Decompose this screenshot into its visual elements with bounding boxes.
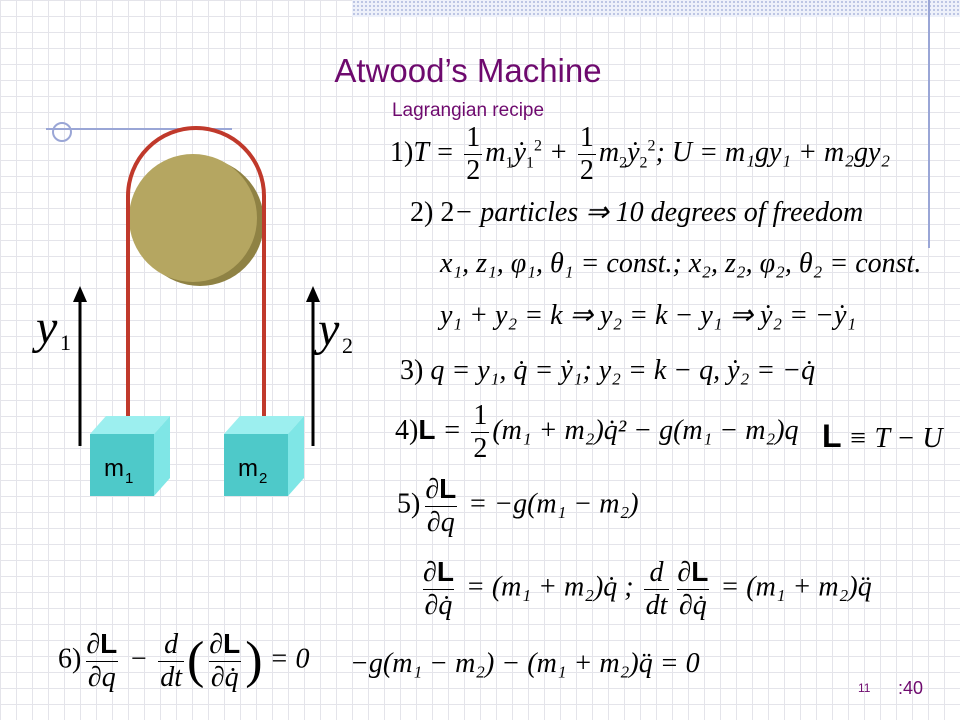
atwood-diagram: y 1 y 2 m 1 m 2 [31, 126, 353, 496]
decor-horizontal-line [46, 128, 232, 130]
mass1-block: m 1 [90, 416, 170, 496]
slide-subtitle: Lagrangian recipe [391, 100, 545, 121]
equation-10: −g(m₁ − m₂) − (m₁ + m₂)q̈ = 0 [350, 648, 700, 679]
equation-5: 3) q = y₁, q̇ = ẏ₁; y₂ = k − q, ẏ₂ = −q̇ [400, 355, 816, 386]
page-number: 11 [858, 681, 871, 695]
equation-7: 5)∂L∂q = −g(m₁ − m₂) [397, 473, 639, 538]
y2-arrowhead [306, 286, 320, 302]
rope [126, 126, 266, 420]
mass2-label: m [238, 455, 258, 482]
mass2-sub: 2 [259, 470, 267, 487]
y2-sub: 2 [342, 333, 353, 358]
y1-arrowhead [73, 286, 87, 302]
equation-2: 2) 2− particles ⇒ 10 degrees of freedom [410, 197, 864, 228]
equation-4: y₁ + y₂ = k ⇒ y₂ = k − y₁ ⇒ ẏ₂ = −ẏ₁ [440, 300, 857, 331]
decor-vertical-line [928, 0, 930, 248]
y1-sub: 1 [60, 330, 71, 355]
pulley [129, 154, 257, 282]
y2-label: y [313, 303, 340, 356]
lagrangian-definition: L ≡ T − U [822, 418, 943, 454]
crosshair-circle-icon [52, 122, 72, 142]
mass1-sub: 1 [125, 470, 133, 487]
top-decor-band [352, 0, 960, 17]
y1-label: y [31, 301, 58, 354]
page-total: :40 [898, 678, 924, 698]
slide-title: Atwood’s Machine [334, 52, 602, 89]
mass2-block: m 2 [224, 416, 304, 496]
mass1-label: m [104, 455, 124, 482]
equation-3: x₁, z₁, φ₁, θ₁ = const.; x₂, z₂, φ₂, θ₂ … [440, 248, 922, 279]
